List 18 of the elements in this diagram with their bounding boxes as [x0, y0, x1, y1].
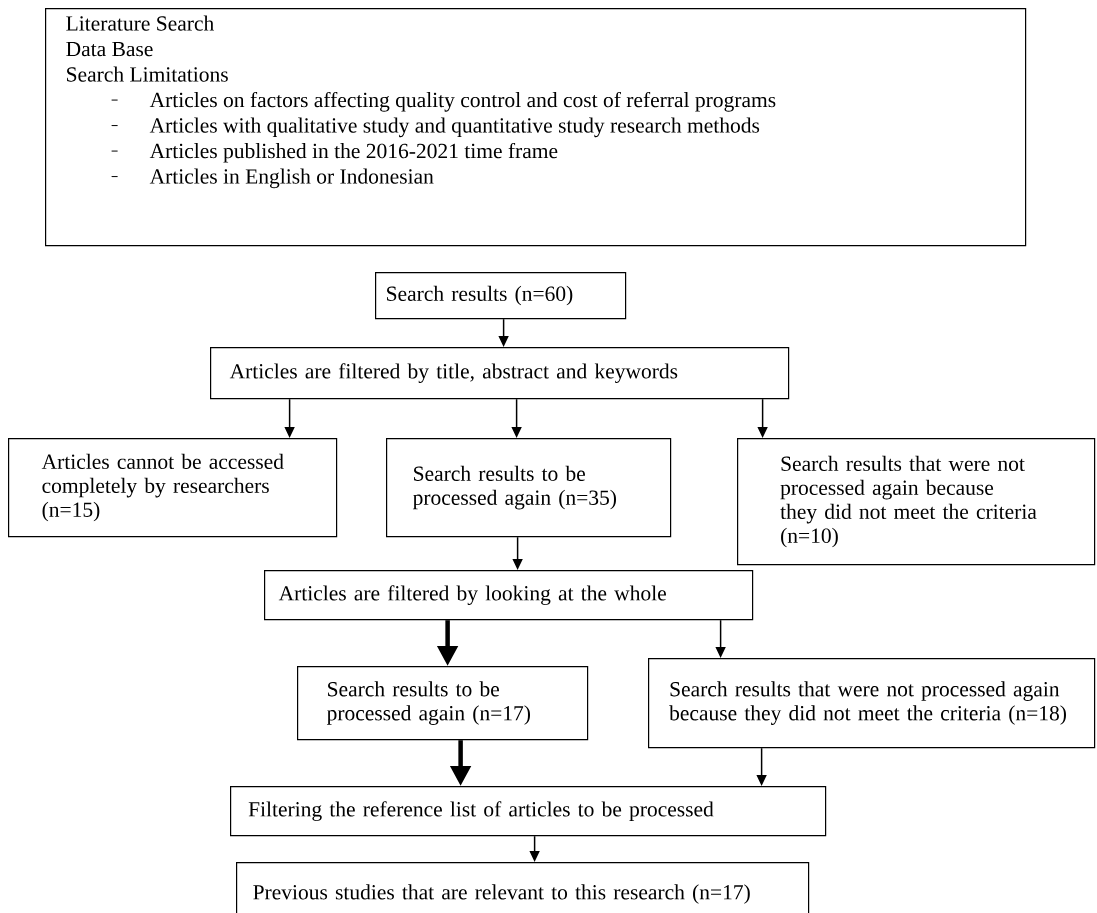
- process-box: Articles are filtered by looking at the whole: [264, 570, 754, 621]
- process-box: Search results to be processed again (n=17): [297, 666, 589, 741]
- process-box: Articles cannot be accessed completely by researchers (n=15): [8, 438, 338, 538]
- list-item: Articles on factors affecting quality control and cost of referral programs: [149, 91, 776, 112]
- list-item: Articles published in the 2016-2021 time frame: [149, 142, 558, 163]
- process-box: Search results to be processed again (n=35): [386, 438, 672, 538]
- list-item: Articles with qualitative study and quantitative study research methods: [149, 117, 760, 138]
- process-box: Search results that were not processed again because they did not meet the criteria (n=10): [737, 438, 1096, 566]
- process-box: Articles are filtered by title, abstract and keywords: [210, 347, 790, 400]
- process-box: Search results that were not processed again because they did not meet the criteria (n=18): [648, 658, 1096, 749]
- heading-text: Data Base: [66, 41, 153, 57]
- heading-text: Search Limitations: [67, 66, 228, 82]
- criteria-box: [45, 8, 1027, 247]
- process-box: Filtering the reference list of articles to be processed: [230, 786, 827, 837]
- heading-text: Literature Search: [66, 15, 214, 31]
- list-item: Articles in English or Indonesian: [149, 168, 434, 189]
- process-box: Previous studies that are relevant to this research (n=17): [236, 862, 810, 913]
- process-box: Search results (n=60): [375, 272, 627, 320]
